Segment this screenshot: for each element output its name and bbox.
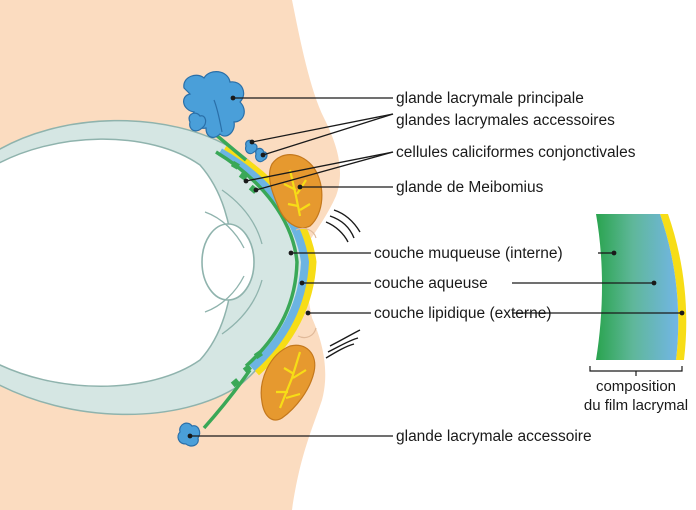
- upper-eyelashes: [326, 210, 360, 242]
- caption-line-2: du film lacrymal: [584, 397, 688, 414]
- label-accessory-lacrimal-glands: glandes lacrymales accessoires: [396, 112, 615, 129]
- label-aqueous-layer: couche aqueuse: [374, 275, 488, 292]
- lens: [202, 224, 254, 300]
- label-main-lacrimal-gland: glande lacrymale principale: [396, 90, 584, 107]
- eye-interior: [0, 139, 233, 386]
- inset-bracket: [590, 366, 682, 376]
- caption-line-1: composition: [596, 378, 676, 395]
- lower-eyelashes: [326, 330, 360, 358]
- tear-film-inset: [596, 214, 686, 360]
- label-meibomian-gland: glande de Meibomius: [396, 179, 544, 196]
- inset-mucous-aqueous-band: [596, 214, 678, 360]
- label-lower-accessory-gland: glande lacrymale accessoire: [396, 428, 592, 445]
- label-goblet-cells: cellules caliciformes conjonctivales: [396, 144, 636, 161]
- label-mucous-layer: couche muqueuse (interne): [374, 245, 563, 262]
